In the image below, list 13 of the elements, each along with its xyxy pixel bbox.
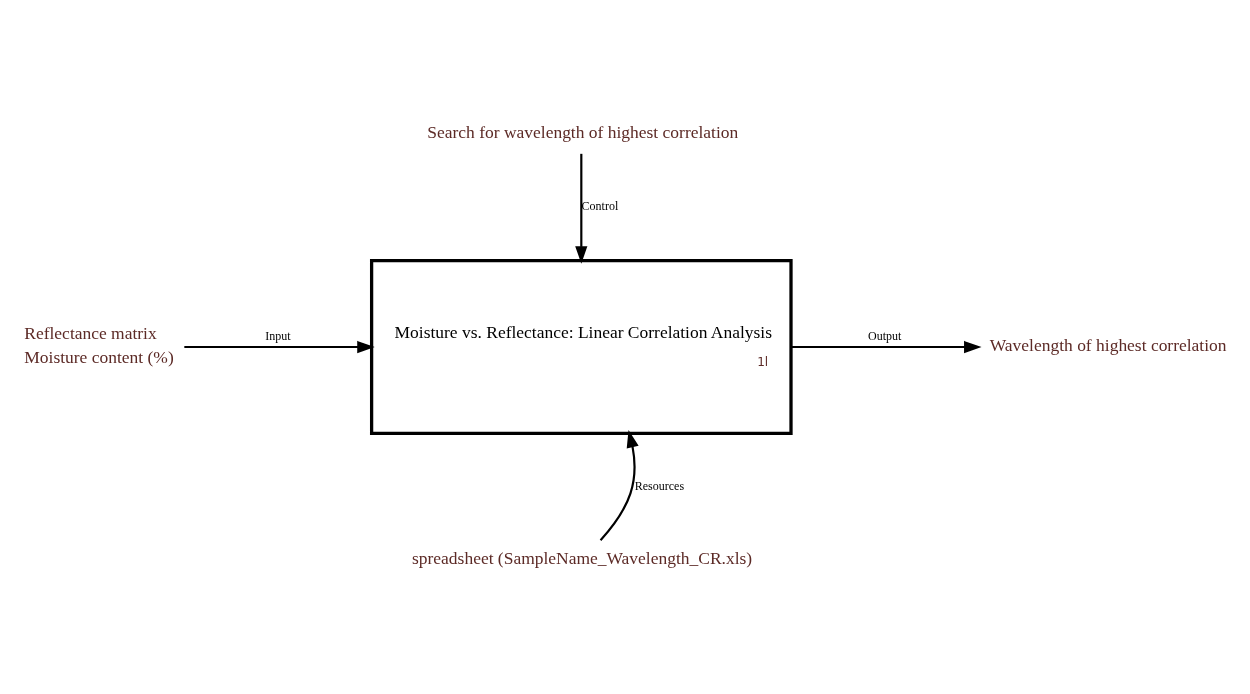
node-text: Wavelength of highest correlation [989,335,1227,356]
node-box: Moisture vs. Reflectance: Linear Correlation Analysis 1l [370,259,793,435]
edge-label: Output [867,329,902,344]
arrow [599,430,639,541]
edge-label: Control [581,199,619,214]
edge-label: Input [265,329,291,344]
arrow [791,340,982,354]
node-text: Reflectance matrix Moisture content (%) [24,323,174,368]
arrow [184,340,375,354]
node-text: spreadsheet (SampleName_Wavelength_CR.xls) [412,548,753,569]
arrow [575,153,588,264]
node-text: Search for wavelength of highest correlation [427,122,739,143]
edge-label: Resources [634,478,685,493]
